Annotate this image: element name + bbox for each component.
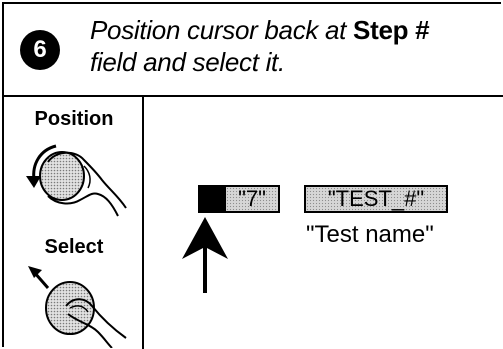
test-name-caption: "Test name" bbox=[306, 221, 434, 248]
position-label: Position bbox=[34, 108, 114, 130]
column-divider bbox=[142, 97, 144, 349]
test-name-field[interactable]: "TEST_#" bbox=[304, 185, 448, 213]
instruction-field-name: Step # bbox=[353, 15, 430, 45]
step-number-field[interactable]: "7" bbox=[224, 185, 280, 213]
up-arrow-icon bbox=[182, 217, 228, 293]
cursor-block bbox=[198, 185, 226, 213]
select-label: Select bbox=[44, 236, 104, 258]
step-number-badge: 6 bbox=[20, 30, 60, 70]
press-knob-icon bbox=[28, 266, 127, 348]
step-header: 6 Position cursor back at Step # field a… bbox=[4, 4, 503, 97]
step-instruction: Position cursor back at Step # field and… bbox=[90, 14, 500, 78]
instruction-text-2: field and select it. bbox=[90, 47, 285, 77]
rotate-knob-icon bbox=[26, 144, 127, 217]
instruction-text-1: Position cursor back at bbox=[90, 15, 354, 45]
